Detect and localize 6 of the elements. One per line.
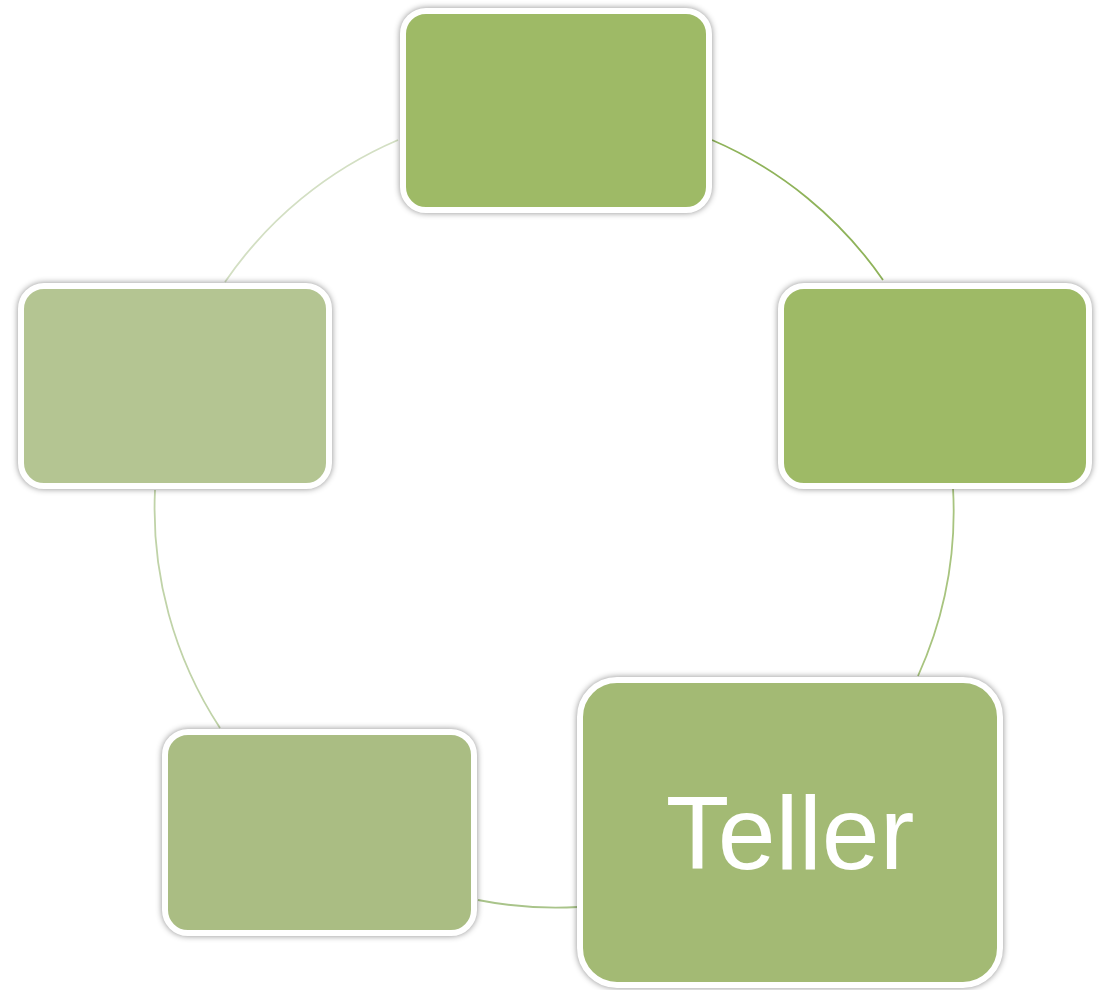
- connector-arc: [917, 487, 954, 677]
- connector-arc: [224, 139, 399, 283]
- box-label: Teller: [665, 780, 915, 885]
- connector-arc: [711, 139, 884, 281]
- connector-arc: [477, 899, 579, 909]
- connector-arc: [154, 489, 221, 729]
